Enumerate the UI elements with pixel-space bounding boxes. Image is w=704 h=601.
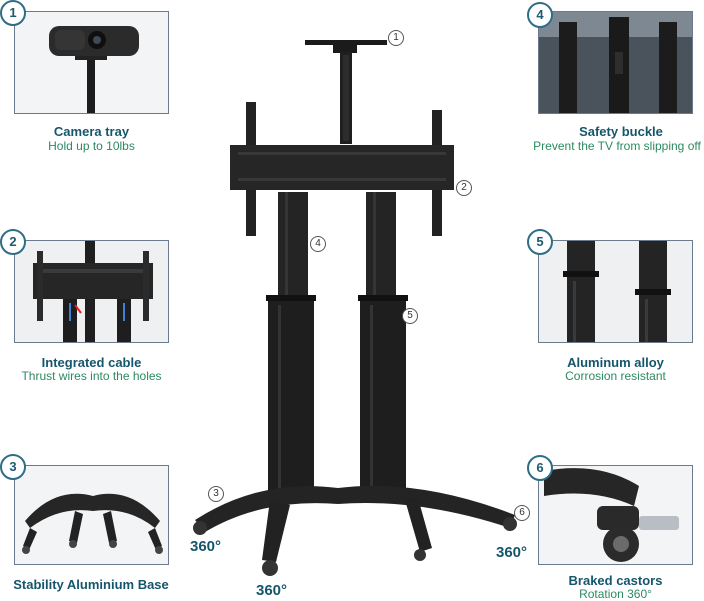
feature-title: Stability Aluminium Base	[13, 577, 169, 592]
braked-castors-illustration	[539, 466, 692, 564]
feature-subtitle: Corrosion resistant	[565, 369, 666, 383]
callout-marker: 3	[208, 486, 224, 502]
callout-marker: 6	[514, 505, 530, 521]
callout-marker: 1	[388, 30, 404, 46]
feature-number-badge: 6	[527, 455, 553, 481]
feature-subtitle: Rotation 360°	[579, 587, 652, 601]
rotation-label: 360°	[190, 538, 222, 555]
safety-buckle-photo	[538, 11, 693, 114]
feature-number-badge: 3	[0, 454, 26, 480]
camera-tray-photo	[14, 11, 169, 114]
feature-number-badge: 4	[527, 2, 553, 28]
feature-title: Safety buckle	[579, 124, 663, 139]
stability-base-photo	[14, 465, 169, 565]
rotation-label: 360°	[496, 544, 528, 561]
aluminum-alloy-illustration	[539, 241, 692, 342]
feature-subtitle: Thrust wires into the holes	[21, 369, 162, 383]
camera-tray-illustration	[15, 12, 168, 113]
integrated-cable-photo	[14, 240, 169, 343]
feature-title: Aluminum alloy	[567, 355, 664, 370]
feature-number-badge: 2	[0, 229, 26, 255]
safety-buckle-illustration	[539, 12, 692, 113]
callout-marker: 4	[310, 236, 326, 252]
feature-number-badge: 5	[527, 229, 553, 255]
aluminum-alloy-photo	[538, 240, 693, 343]
braked-castors-photo	[538, 465, 693, 565]
feature-title: Integrated cable	[41, 355, 142, 370]
callout-marker: 5	[402, 308, 418, 324]
stability-base-illustration	[15, 466, 168, 564]
feature-number-badge: 1	[0, 0, 26, 26]
integrated-cable-illustration	[15, 241, 168, 342]
rotation-label: 360°	[256, 582, 288, 599]
feature-title: Camera tray	[53, 124, 130, 139]
feature-title: Braked castors	[568, 573, 663, 588]
callout-marker: 2	[456, 180, 472, 196]
feature-subtitle: Prevent the TV from slipping off	[533, 139, 701, 153]
feature-subtitle: Hold up to 10lbs	[48, 139, 135, 153]
